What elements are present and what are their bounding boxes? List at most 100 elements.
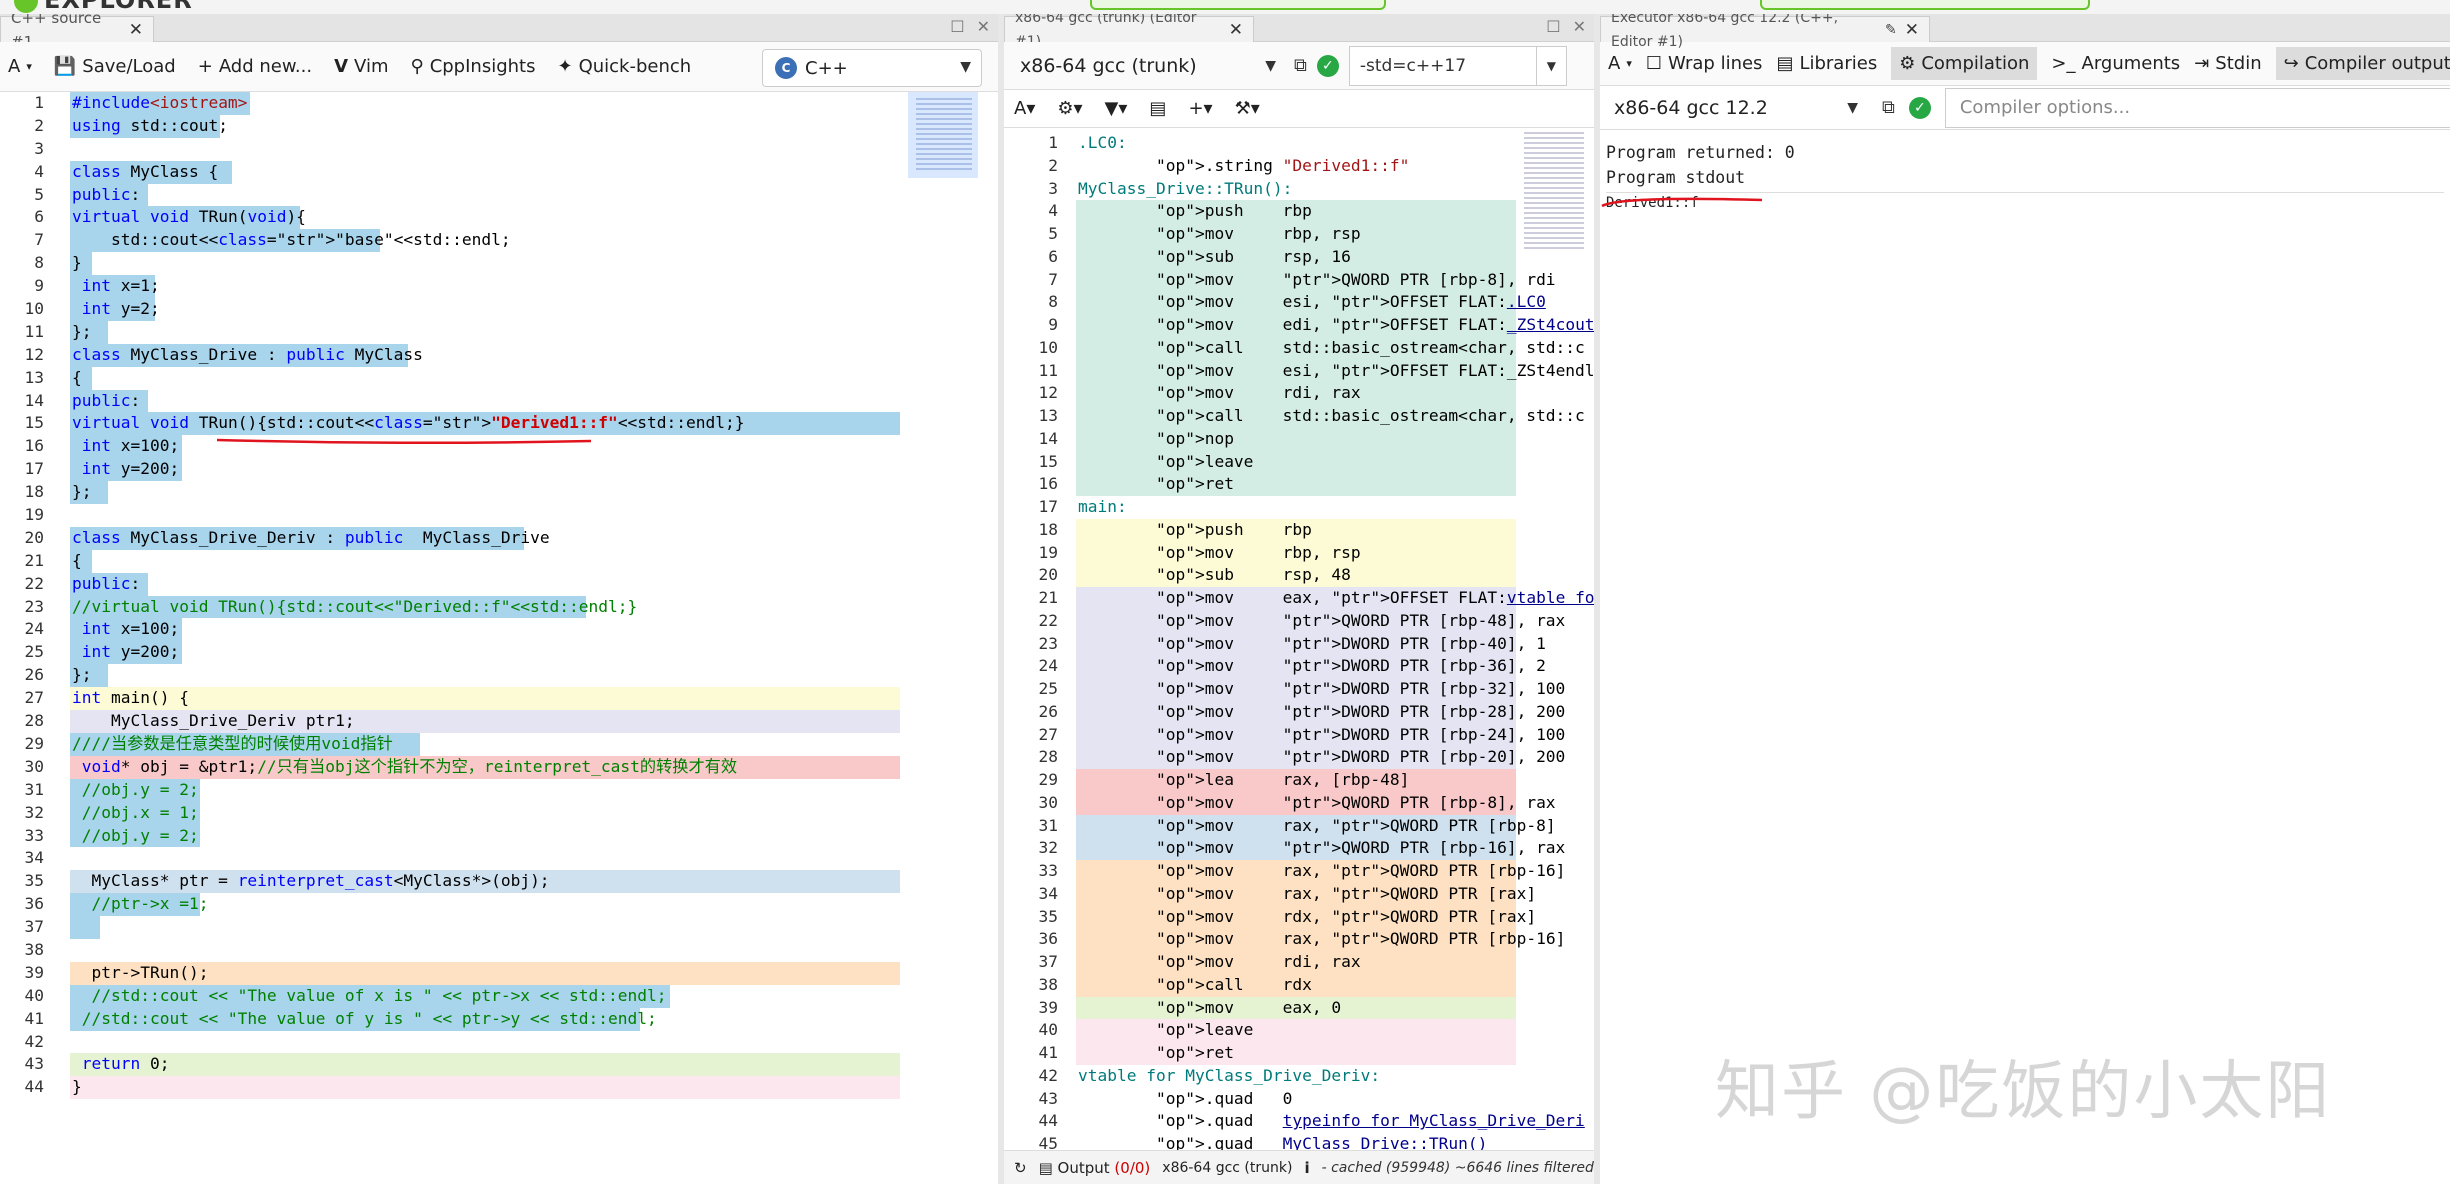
asm-line[interactable]: 30 "op">mov "ptr">QWORD PTR [rbp-8], rax	[1004, 791, 1594, 815]
asm-line[interactable]: 5 "op">mov rbp, rsp	[1004, 223, 1594, 246]
asm-line[interactable]: 18 "op">push rbp	[1004, 518, 1594, 542]
close-icon[interactable]: ✕	[1228, 19, 1243, 40]
code-line[interactable]: 28 MyClass_Drive_Deriv ptr1;	[0, 710, 998, 733]
external-link-icon[interactable]: ⧉	[1882, 97, 1895, 118]
refresh-icon[interactable]: ↻	[1014, 1158, 1027, 1177]
asm-line[interactable]: 12 "op">mov rdi, rax	[1004, 382, 1594, 405]
asm-line[interactable]: 24 "op">mov "ptr">DWORD PTR [rbp-36], 2	[1004, 655, 1594, 678]
compilation-button[interactable]: ⚙Compilation	[1891, 47, 2038, 80]
asm-line[interactable]: 22 "op">mov "ptr">QWORD PTR [rbp-48], ra…	[1004, 609, 1594, 633]
code-line[interactable]: 21{	[0, 549, 998, 573]
asm-line[interactable]: 11 "op">mov esi, "ptr">OFFSET FLAT:_ZSt4…	[1004, 359, 1594, 383]
tab-source[interactable]: C++ source #1 ✕	[0, 14, 154, 51]
code-line[interactable]: 3	[0, 138, 998, 161]
code-line[interactable]: 26};	[0, 664, 998, 688]
arguments-button[interactable]: >_Arguments	[2051, 53, 2181, 74]
code-line[interactable]: 11};	[0, 320, 998, 344]
language-select[interactable]: C C++ ▼	[762, 49, 982, 87]
code-line[interactable]: 39 ptr->TRun();	[0, 961, 998, 985]
tab-executor[interactable]: Executor x86-64 gcc 12.2 (C++, Editor #1…	[1600, 14, 1930, 50]
close-icon[interactable]: ✕	[128, 19, 143, 40]
asm-line[interactable]: 44 "op">.quad typeinfo for MyClass_Drive…	[1004, 1110, 1594, 1133]
asm-line[interactable]: 7 "op">mov "ptr">QWORD PTR [rbp-8], rdi	[1004, 268, 1594, 292]
compiler-output-button[interactable]: ↪Compiler output	[2275, 47, 2450, 80]
code-line[interactable]: 36 //ptr->x =1;	[0, 893, 998, 917]
add-tool-icon[interactable]: +▾	[1188, 98, 1213, 119]
asm-line[interactable]: 4 "op">push rbp	[1004, 200, 1594, 223]
compiler-select[interactable]: x86-64 gcc (trunk) ▼	[1020, 54, 1276, 77]
caret-down-icon[interactable]: ▼	[1535, 46, 1566, 85]
asm-line[interactable]: 19 "op">mov rbp, rsp	[1004, 541, 1594, 565]
asm-line[interactable]: 28 "op">mov "ptr">DWORD PTR [rbp-20], 20…	[1004, 746, 1594, 769]
external-link-icon[interactable]: ⧉	[1294, 55, 1307, 76]
code-line[interactable]: 18};	[0, 481, 998, 505]
asm-line[interactable]: 26 "op">mov "ptr">DWORD PTR [rbp-28], 20…	[1004, 700, 1594, 724]
book-icon[interactable]: ▤	[1149, 98, 1167, 119]
close-pane-icon[interactable]: ✕	[976, 17, 990, 36]
code-line[interactable]: 32 //obj.x = 1;	[0, 801, 998, 825]
asm-line[interactable]: 33 "op">mov rax, "ptr">QWORD PTR [rbp-16…	[1004, 860, 1594, 883]
asm-line[interactable]: 27 "op">mov "ptr">DWORD PTR [rbp-24], 10…	[1004, 723, 1594, 747]
code-line[interactable]: 34	[0, 847, 998, 870]
asm-line[interactable]: 15 "op">leave	[1004, 450, 1594, 474]
top-action-button[interactable]	[1090, 0, 1386, 10]
asm-line[interactable]: 32 "op">mov "ptr">QWORD PTR [rbp-16], ra…	[1004, 837, 1594, 860]
tab-assembly[interactable]: x86-64 gcc (trunk) (Editor #1) ✕	[1004, 14, 1254, 50]
asm-line[interactable]: 1.LC0:	[1004, 132, 1594, 155]
code-line[interactable]: 24 int x=100;	[0, 618, 998, 642]
code-line[interactable]: 37	[0, 916, 998, 939]
filter-icon[interactable]: ▼▾	[1104, 98, 1128, 119]
code-line[interactable]: 17 int y=200;	[0, 458, 998, 482]
asm-line[interactable]: 36 "op">mov rax, "ptr">QWORD PTR [rbp-16…	[1004, 928, 1594, 951]
quick-bench-button[interactable]: ✦Quick-bench	[557, 56, 692, 77]
exec-options-input[interactable]: Compiler options...	[1944, 87, 2450, 128]
exec-compiler-select[interactable]: x86-64 gcc 12.2 ▼	[1614, 96, 1858, 119]
code-line[interactable]: 41 //std::cout << "The value of y is " <…	[0, 1007, 998, 1031]
asm-line[interactable]: 41 "op">ret	[1004, 1042, 1594, 1065]
settings-gear-icon[interactable]: ⚙▾	[1057, 98, 1083, 119]
asm-line[interactable]: 13 "op">call std::basic_ostream<char, st…	[1004, 405, 1594, 428]
code-line[interactable]: 13{	[0, 366, 998, 390]
code-line[interactable]: 25 int y=200;	[0, 641, 998, 665]
code-line[interactable]: 43 return 0;	[0, 1053, 998, 1077]
libraries-button[interactable]: ▤Libraries	[1776, 53, 1878, 74]
asm-line[interactable]: 35 "op">mov rdx, "ptr">QWORD PTR [rax]	[1004, 905, 1594, 929]
asm-line[interactable]: 21 "op">mov eax, "ptr">OFFSET FLAT:vtabl…	[1004, 587, 1594, 610]
code-line[interactable]: 42	[0, 1031, 998, 1054]
font-size-button[interactable]: A▾	[8, 56, 32, 77]
code-line[interactable]: 16 int x=100;	[0, 435, 998, 459]
code-line[interactable]: 1#include<iostream>	[0, 92, 998, 115]
code-line[interactable]: 8}	[0, 252, 998, 276]
asm-line[interactable]: 9 "op">mov edi, "ptr">OFFSET FLAT:_ZSt4c…	[1004, 314, 1594, 337]
asm-line[interactable]: 10 "op">call std::basic_ostream<char, st…	[1004, 336, 1594, 360]
font-size-button[interactable]: A▾	[1608, 53, 1632, 74]
save-load-button[interactable]: 💾Save/Load	[53, 56, 176, 77]
close-pane-icon[interactable]: ✕	[1572, 17, 1586, 36]
compiler-options-input[interactable]: -std=c++17 ▼	[1348, 45, 1567, 86]
asm-line[interactable]: 8 "op">mov esi, "ptr">OFFSET FLAT:.LC0	[1004, 291, 1594, 314]
asm-line[interactable]: 45 "op">.quad MyClass_Drive::TRun()	[1004, 1133, 1594, 1150]
checkbox-icon[interactable]: ☐	[1645, 53, 1662, 74]
code-line[interactable]: 23//virtual void TRun(){std::cout<<"Deri…	[0, 595, 998, 619]
asm-line[interactable]: 39 "op">mov eax, 0	[1004, 996, 1594, 1020]
close-icon[interactable]: ✕	[1904, 19, 1919, 40]
info-icon[interactable]: i	[1304, 1158, 1310, 1177]
code-line[interactable]: 7 std::cout<<class="str">"base"<<std::en…	[0, 229, 998, 253]
code-line[interactable]: 29////当参数是任意类型的时候使用void指针	[0, 732, 998, 756]
maximize-icon[interactable]: ☐	[950, 17, 965, 36]
code-line[interactable]: 30 void* obj = &ptr1;//只有当obj这个指针不为空，rei…	[0, 755, 998, 779]
asm-line[interactable]: 6 "op">sub rsp, 16	[1004, 245, 1594, 269]
asm-line[interactable]: 14 "op">nop	[1004, 427, 1594, 451]
asm-line[interactable]: 29 "op">lea rax, [rbp-48]	[1004, 769, 1594, 792]
pencil-icon[interactable]: ✎	[1885, 21, 1897, 38]
add-new-button[interactable]: +Add new...	[197, 56, 313, 77]
